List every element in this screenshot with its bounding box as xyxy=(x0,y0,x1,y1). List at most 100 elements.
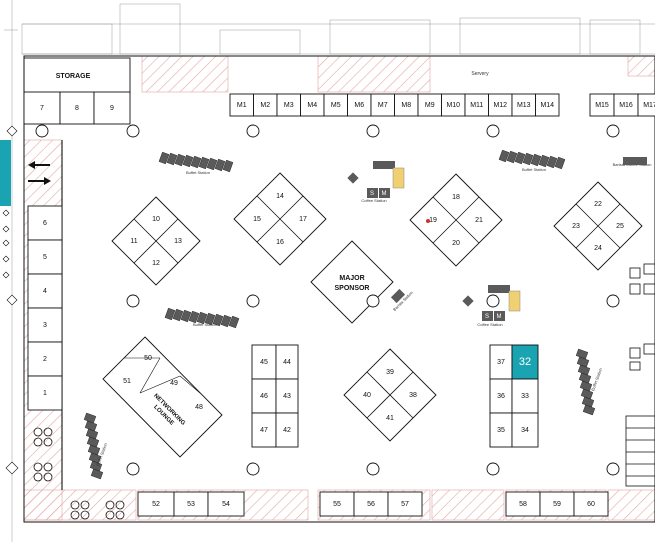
booth-m16[interactable]: M16 xyxy=(613,93,639,117)
major-sponsor-booth[interactable]: MAJOR SPONSOR xyxy=(310,240,394,324)
booth-m2[interactable]: M2 xyxy=(253,93,278,117)
wall-markers xyxy=(2,125,19,475)
booth-56[interactable]: 56 xyxy=(353,491,389,517)
buffet-station-label-3: Buffet Station xyxy=(193,322,217,327)
booth-m15[interactable]: M15 xyxy=(589,93,615,117)
booth-35[interactable]: 35 xyxy=(489,412,513,448)
booth-25[interactable]: 25 xyxy=(616,223,624,230)
buffet-station-2 xyxy=(498,149,566,170)
booth-4[interactable]: 4 xyxy=(27,273,63,309)
booth-46[interactable]: 46 xyxy=(251,378,277,414)
booth-51[interactable]: 51 xyxy=(123,378,131,385)
booth-21[interactable]: 21 xyxy=(475,217,483,224)
booth-m7[interactable]: M7 xyxy=(370,93,395,117)
bleacher-seating xyxy=(625,415,655,487)
column xyxy=(366,462,380,476)
svg-text:56: 56 xyxy=(367,501,375,508)
booth-54[interactable]: 54 xyxy=(207,491,245,517)
column xyxy=(126,294,140,308)
booth-32[interactable]: 32 xyxy=(511,344,539,380)
booth-40[interactable]: 40 xyxy=(363,392,371,399)
svg-text:53: 53 xyxy=(187,501,195,508)
booth-1[interactable]: 1 xyxy=(27,375,63,411)
booth-m10[interactable]: M10 xyxy=(441,93,466,117)
booth-33[interactable]: 33 xyxy=(511,378,539,414)
booth-58[interactable]: 58 xyxy=(505,491,541,517)
booth-47[interactable]: 47 xyxy=(251,412,277,448)
booth-45[interactable]: 45 xyxy=(251,344,277,380)
svg-text:M4: M4 xyxy=(307,102,317,109)
booth-8[interactable]: 8 xyxy=(59,91,95,125)
booth-41[interactable]: 41 xyxy=(386,415,394,422)
booth-53[interactable]: 53 xyxy=(173,491,209,517)
booth-5[interactable]: 5 xyxy=(27,239,63,275)
booth-60[interactable]: 60 xyxy=(573,491,609,517)
booth-9[interactable]: 9 xyxy=(93,91,131,125)
booth-43[interactable]: 43 xyxy=(275,378,299,414)
small-table xyxy=(347,172,359,184)
booth-19[interactable]: 19 xyxy=(429,217,437,224)
booth-m1[interactable]: M1 xyxy=(229,93,254,117)
column xyxy=(246,462,260,476)
booth-m11[interactable]: M11 xyxy=(464,93,489,117)
networking-lounge: 50 51 49 48 NETWORKING LOUNGE xyxy=(102,336,223,458)
booth-11[interactable]: 11 xyxy=(130,238,137,245)
arrow-right-icon xyxy=(28,177,51,185)
barista-cart xyxy=(390,288,406,304)
booth-44[interactable]: 44 xyxy=(275,344,299,380)
booth-16[interactable]: 16 xyxy=(276,239,284,246)
booth-m3[interactable]: M3 xyxy=(276,93,301,117)
svg-text:M9: M9 xyxy=(425,102,435,109)
booth-m17[interactable]: M17 xyxy=(637,93,655,117)
booth-m5[interactable]: M5 xyxy=(323,93,348,117)
booth-24[interactable]: 24 xyxy=(594,245,602,252)
booth-m6[interactable]: M6 xyxy=(347,93,372,117)
svg-text:9: 9 xyxy=(110,105,114,112)
booth-20[interactable]: 20 xyxy=(452,240,460,247)
booth-50[interactable]: 50 xyxy=(144,355,152,362)
coffee-bins-top: S M xyxy=(367,161,405,198)
booth-2[interactable]: 2 xyxy=(27,341,63,377)
booth-12[interactable]: 12 xyxy=(152,260,160,267)
booth-22[interactable]: 22 xyxy=(594,201,602,208)
booth-m8[interactable]: M8 xyxy=(394,93,419,117)
booth-3[interactable]: 3 xyxy=(27,307,63,343)
column xyxy=(246,124,260,138)
booth-52[interactable]: 52 xyxy=(137,491,175,517)
booth-m9[interactable]: M9 xyxy=(417,93,442,117)
svg-text:58: 58 xyxy=(519,501,527,508)
booth-34[interactable]: 34 xyxy=(511,412,539,448)
column xyxy=(126,124,140,138)
booth-36[interactable]: 36 xyxy=(489,378,513,414)
booth-15[interactable]: 15 xyxy=(253,216,261,223)
booth-49[interactable]: 49 xyxy=(170,380,178,387)
booth-38[interactable]: 38 xyxy=(409,392,417,399)
booth-17[interactable]: 17 xyxy=(299,216,307,223)
svg-text:M7: M7 xyxy=(378,102,388,109)
booth-m4[interactable]: M4 xyxy=(300,93,325,117)
svg-text:6: 6 xyxy=(43,220,47,227)
booth-23[interactable]: 23 xyxy=(572,223,580,230)
booth-14[interactable]: 14 xyxy=(276,193,284,200)
booth-59[interactable]: 59 xyxy=(539,491,575,517)
booth-57[interactable]: 57 xyxy=(387,491,423,517)
svg-text:S: S xyxy=(485,314,489,320)
booth-m12[interactable]: M12 xyxy=(488,93,513,117)
booth-48[interactable]: 48 xyxy=(195,404,203,411)
booth-10[interactable]: 10 xyxy=(152,216,160,223)
booth-7[interactable]: 7 xyxy=(23,91,61,125)
booth-6[interactable]: 6 xyxy=(27,205,63,241)
svg-text:MAJOR: MAJOR xyxy=(339,275,364,282)
booth-18[interactable]: 18 xyxy=(452,194,460,201)
booth-island-22: 22 23 24 25 xyxy=(553,181,643,271)
svg-text:57: 57 xyxy=(401,501,409,508)
booth-m13[interactable]: M13 xyxy=(511,93,536,117)
booth-13[interactable]: 13 xyxy=(174,238,182,245)
booth-55[interactable]: 55 xyxy=(319,491,355,517)
booth-39[interactable]: 39 xyxy=(386,369,394,376)
booth-m14[interactable]: M14 xyxy=(535,93,560,117)
booth-row-storage: 7 8 9 xyxy=(23,91,131,125)
booth-42[interactable]: 42 xyxy=(275,412,299,448)
booth-37[interactable]: 37 xyxy=(489,344,513,380)
